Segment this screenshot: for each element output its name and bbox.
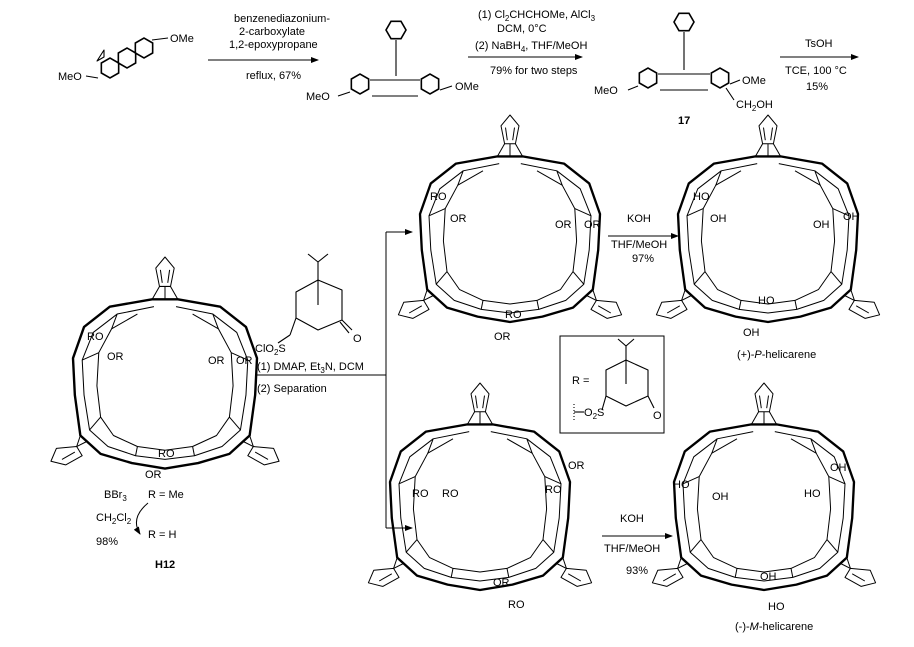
m-oh-1: OH: [712, 491, 729, 503]
c17-meo: MeO: [594, 85, 618, 97]
m-helicarene-label: (-)-M-helicarene: [735, 621, 813, 633]
arrow-deprotect: [133, 502, 149, 535]
r-box-camphor: [573, 338, 655, 420]
m-ho-1: HO: [673, 479, 690, 491]
hydrolysis-top-yield: 97%: [632, 253, 654, 265]
step1-reagent-2: 2-carboxylate: [239, 26, 305, 38]
hydrolysis-bottom-yield: 93%: [626, 565, 648, 577]
m-ho-2: HO: [804, 488, 821, 500]
p-oh-4: OH: [743, 327, 760, 339]
hydrolysis-bottom-reagent: KOH: [620, 513, 644, 525]
h12-ro-1: RO: [87, 331, 104, 343]
sm-ome: OMe: [170, 33, 194, 45]
c17-label: 17: [678, 115, 690, 127]
p-ho-2: HO: [758, 295, 775, 307]
h12-bbr3: BBr3: [104, 489, 127, 503]
r-box-eq: R =: [572, 375, 589, 387]
resolution-step2: (2) Separation: [257, 383, 327, 395]
ester-p-or-4: OR: [494, 331, 511, 343]
camphorsulfonyl-chloride: [277, 253, 353, 344]
m-oh-3: OH: [760, 571, 777, 583]
m-oh-2: OH: [830, 462, 847, 474]
step3-condition: TCE, 100 °C: [785, 65, 847, 77]
r-box-o: O: [653, 410, 662, 422]
ester-m-ro-1: RO: [412, 488, 429, 500]
step2-line1: (1) Cl2CHCHOMe, AlCl3: [478, 9, 596, 23]
step3-reagent: TsOH: [805, 38, 833, 50]
step2-line2: DCM, 0°C: [497, 23, 547, 35]
step3-yield: 15%: [806, 81, 828, 93]
c17-ch2oh: CH2OH: [736, 99, 773, 113]
ester-p-ro-2: RO: [505, 309, 522, 321]
m-ho-3: HO: [768, 601, 785, 613]
step2-line3: (2) NaBH4, THF/MeOH: [475, 40, 587, 54]
compound-17: MeO OMe CH2OH 17: [594, 12, 773, 127]
p-helicarene-label: (+)-P-helicarene: [737, 349, 816, 361]
h12-r-me: R = Me: [148, 489, 184, 501]
h12-or-2: OR: [208, 355, 225, 367]
ester-m-or-2: OR: [493, 577, 510, 589]
r-box-o2s: O2S: [584, 407, 604, 421]
step1-reagent-1: benzenediazonium-: [234, 13, 330, 25]
ester-m-or-1: OR: [568, 460, 585, 472]
h12-or-3: OR: [236, 355, 253, 367]
p-oh-2: OH: [813, 219, 830, 231]
resolution-step1: (1) DMAP, Et3N, DCM: [257, 361, 364, 375]
starting-anthracene: MeO OMe: [58, 33, 194, 83]
h12-label: H12: [155, 559, 175, 571]
int1-meo: MeO: [306, 91, 330, 103]
hydrolysis-bottom-solvent: THF/MeOH: [604, 543, 660, 555]
sm-meo: MeO: [58, 71, 82, 83]
p-oh-3: OH: [843, 211, 860, 223]
ester-p-ro-1: RO: [430, 191, 447, 203]
step1-reagent-3: 1,2-epoxypropane: [229, 39, 318, 51]
hydrolysis-top-reagent: KOH: [627, 213, 651, 225]
ester-m-ro-4: RO: [508, 599, 525, 611]
ester-m-ro-2: RO: [442, 488, 459, 500]
h12-ch2cl2: CH2Cl2: [96, 512, 132, 526]
p-ho-1: HO: [693, 191, 710, 203]
ester-p-or-1: OR: [450, 213, 467, 225]
hydrolysis-top-solvent: THF/MeOH: [611, 239, 667, 251]
r-definition-box: [559, 335, 665, 434]
h12-ro-2: RO: [158, 448, 175, 460]
c17-ome: OMe: [742, 75, 766, 87]
p-oh-1: OH: [710, 213, 727, 225]
dimethoxy-triptycene: MeO OMe: [306, 20, 479, 103]
h12-or-1: OR: [107, 351, 124, 363]
h12-yield: 98%: [96, 536, 118, 548]
h12-r-h: R = H: [148, 529, 176, 541]
h12-or-4: OR: [145, 469, 162, 481]
ester-m-ro-3: RO: [545, 484, 562, 496]
ester-p-or-3: OR: [584, 219, 601, 231]
camphor-label: ClO2S: [255, 343, 286, 357]
step2-yield: 79% for two steps: [490, 65, 578, 77]
ester-p-or-2: OR: [555, 219, 572, 231]
camphor-o: O: [353, 333, 362, 345]
int1-ome: OMe: [455, 81, 479, 93]
step1-condition: reflux, 67%: [246, 70, 301, 82]
